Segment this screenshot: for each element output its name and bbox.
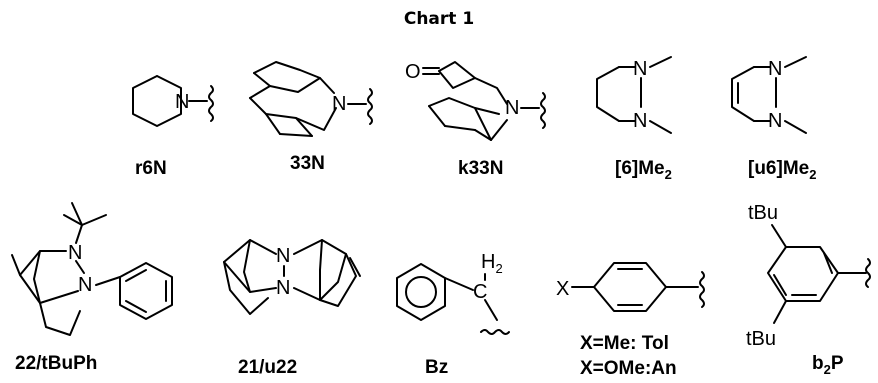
structure-Bz: C H2 bbox=[396, 251, 510, 335]
label-aryl-line2: X=OMe:An bbox=[580, 358, 677, 379]
label-Bz: Bz bbox=[425, 357, 449, 378]
label-22tBuPh: 22/tBuPh bbox=[15, 353, 98, 374]
structure-22tBuPh: N N bbox=[11, 202, 173, 336]
atom-N: N bbox=[68, 242, 82, 264]
atom-C: C bbox=[473, 281, 487, 303]
atom-N: N bbox=[78, 274, 92, 296]
atom-tBu-bottom: tBu bbox=[746, 328, 776, 350]
structure-k33N: O N bbox=[405, 61, 546, 141]
structure-r6N: N bbox=[132, 75, 214, 127]
atom-N: N bbox=[768, 58, 782, 80]
structure-6Me2: N N bbox=[596, 56, 672, 134]
atom-N: N bbox=[633, 110, 647, 132]
atom-N: N bbox=[768, 110, 782, 132]
atom-X: X bbox=[556, 278, 569, 300]
label-k33N: k33N bbox=[458, 158, 504, 179]
atom-N: N bbox=[505, 97, 519, 119]
atom-tBu-top: tBu bbox=[748, 202, 778, 224]
label-aryl-line1: X=Me: Tol bbox=[580, 333, 669, 354]
chart-title: Chart 1 bbox=[403, 9, 475, 29]
atom-O: O bbox=[405, 61, 421, 83]
structure-33N: N bbox=[249, 61, 373, 137]
label-33N: 33N bbox=[290, 153, 325, 174]
atom-N: N bbox=[332, 93, 346, 115]
structure-21u22: N N bbox=[223, 239, 361, 315]
atom-N: N bbox=[276, 245, 290, 267]
atom-N: N bbox=[276, 277, 290, 299]
label-6Me2: [6]Me2 bbox=[615, 158, 672, 182]
structure-b2P: tBu tBu bbox=[746, 202, 871, 350]
structure-u6Me2: N N bbox=[731, 56, 807, 134]
label-21u22: 21/u22 bbox=[238, 357, 298, 378]
label-b2P: b2P bbox=[812, 353, 844, 377]
structure-aryl: X bbox=[556, 262, 705, 312]
label-r6N: r6N bbox=[135, 158, 167, 179]
atom-N: N bbox=[175, 91, 189, 113]
label-u6Me2: [u6]Me2 bbox=[748, 158, 817, 182]
atom-H2: H2 bbox=[481, 251, 503, 276]
atom-N: N bbox=[633, 58, 647, 80]
